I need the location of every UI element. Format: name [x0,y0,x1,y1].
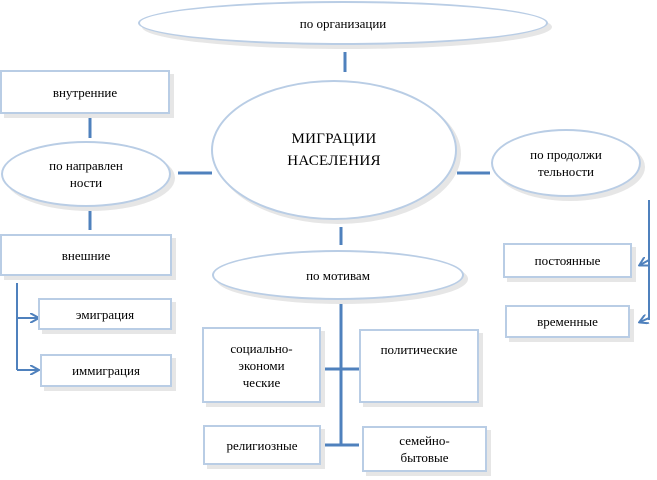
node-center-migrations: МИГРАЦИИ НАСЕЛЕНИЯ [211,80,457,220]
node-permanent: постоянные [503,243,632,278]
node-emigration: эмиграция [38,298,172,330]
node-temporary: временные [505,305,630,338]
node-internal: внутренние [0,70,170,114]
node-family-household: семейно- бытовые [362,426,487,472]
node-by-motives: по мотивам [212,250,464,300]
node-religious: религиозные [203,425,321,465]
node-by-direction: по направлен ности [1,141,171,207]
node-by-organization: по организации [138,1,548,45]
node-immigration: иммиграция [40,354,172,387]
node-socio-economic: социально- экономи ческие [202,327,321,403]
node-external: внешние [0,234,172,276]
node-by-duration: по продолжи тельности [491,129,641,197]
node-political: политические [359,329,479,403]
